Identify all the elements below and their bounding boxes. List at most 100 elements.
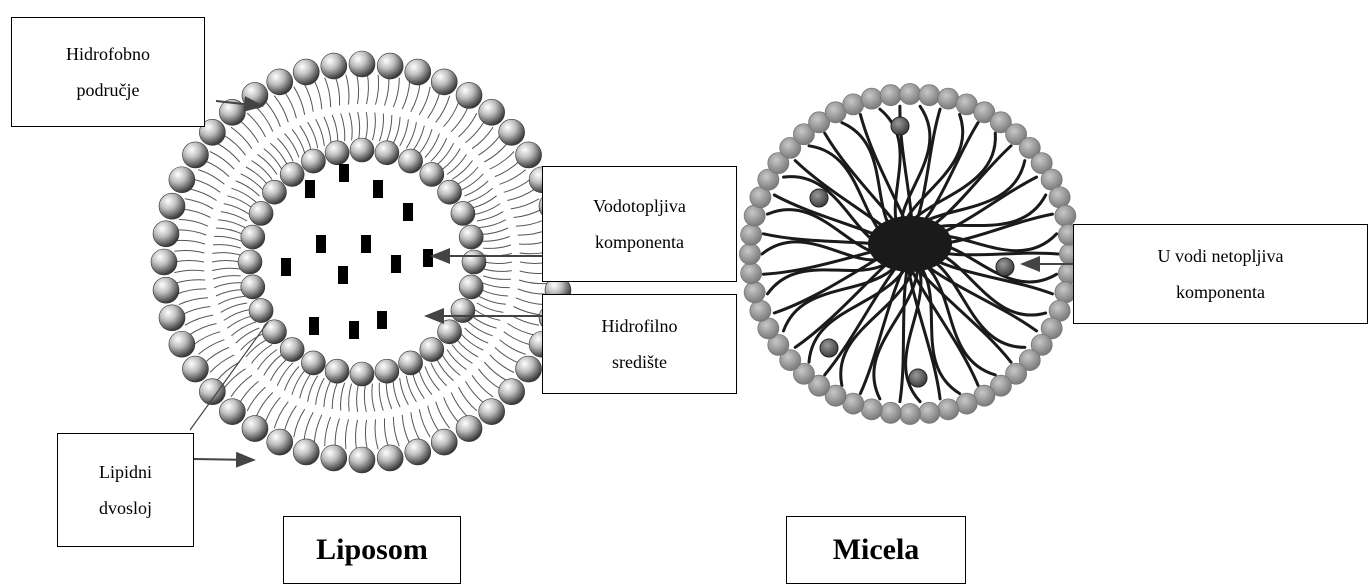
lipid-tail bbox=[285, 134, 300, 158]
lipid-tail bbox=[258, 154, 278, 174]
outer-lipid-head bbox=[431, 69, 457, 95]
outer-lipid-head bbox=[267, 429, 293, 455]
lipid-tail bbox=[231, 127, 252, 149]
lipid-tail bbox=[356, 420, 358, 450]
lipid-tail bbox=[221, 212, 247, 221]
lipid-tail bbox=[185, 199, 213, 209]
lipid-tail bbox=[393, 380, 400, 407]
lipid-tail bbox=[218, 220, 245, 228]
lipid-tail bbox=[483, 276, 511, 280]
water-soluble-particle bbox=[373, 180, 383, 198]
inner-lipid-head bbox=[462, 250, 486, 274]
lipid-tail bbox=[385, 76, 389, 106]
water-soluble-particle bbox=[403, 203, 413, 221]
water-soluble-particle bbox=[309, 317, 319, 335]
lipid-tail bbox=[484, 269, 512, 271]
lipid-tail bbox=[175, 240, 205, 244]
lipid-tail bbox=[508, 189, 536, 201]
lipid-tail bbox=[495, 160, 520, 176]
lipid-tail bbox=[179, 219, 208, 226]
inner-lipid-head bbox=[438, 180, 462, 204]
lipid-tail bbox=[182, 307, 211, 316]
water-soluble-particle bbox=[349, 321, 359, 339]
outer-lipid-head bbox=[405, 439, 431, 465]
lipid-tail bbox=[428, 91, 441, 118]
lipid-tail bbox=[393, 117, 400, 144]
lipid-tail bbox=[516, 219, 545, 226]
lipid-tail bbox=[508, 324, 536, 336]
lipid-tail bbox=[375, 419, 378, 449]
lipid-tail bbox=[376, 75, 379, 105]
lipid-tail bbox=[177, 289, 207, 294]
lipid-tail bbox=[335, 418, 339, 448]
outer-lipid-head bbox=[377, 445, 403, 471]
lipid-tail bbox=[341, 114, 345, 142]
lipid-tail bbox=[239, 120, 259, 143]
lipid-tail bbox=[516, 298, 545, 305]
water-soluble-particle bbox=[377, 311, 387, 329]
lipid-tail bbox=[466, 120, 486, 143]
inner-lipid-head bbox=[241, 275, 265, 299]
lipid-tail bbox=[239, 381, 259, 404]
inner-lipid-head bbox=[262, 180, 286, 204]
lipid-tail bbox=[402, 80, 410, 109]
lipid-tail bbox=[413, 373, 425, 398]
lipid-tail bbox=[466, 381, 486, 404]
lipid-tail bbox=[514, 209, 543, 218]
lipid-tail bbox=[212, 268, 240, 270]
water-insoluble-particle bbox=[891, 117, 909, 135]
lipid-tail bbox=[182, 209, 211, 218]
lipid-tail bbox=[379, 383, 383, 411]
inner-lipid-head bbox=[325, 141, 349, 165]
lipid-tail bbox=[210, 355, 234, 373]
inner-lipid-head bbox=[459, 275, 483, 299]
outer-lipid-head bbox=[199, 379, 225, 405]
lipid-tail bbox=[379, 114, 383, 142]
inner-lipid-head bbox=[249, 299, 273, 323]
water-insoluble-particle bbox=[909, 369, 927, 387]
lipid-tail bbox=[332, 115, 338, 142]
water-soluble-particle bbox=[305, 180, 315, 198]
lipid-tail bbox=[300, 126, 312, 151]
lipid-tail bbox=[514, 307, 543, 316]
lipid-tail bbox=[341, 383, 345, 411]
lipid-tail bbox=[511, 199, 539, 209]
lipid-tail bbox=[411, 83, 420, 112]
lipid-tail bbox=[216, 290, 243, 296]
lipid-tail bbox=[456, 339, 478, 357]
lipid-tail bbox=[478, 369, 500, 389]
lipid-tail bbox=[472, 375, 493, 397]
outer-lipid-head bbox=[169, 331, 195, 357]
lipid-tail bbox=[214, 236, 242, 241]
outer-lipid-head bbox=[293, 59, 319, 85]
water-soluble-particle bbox=[339, 164, 349, 182]
inner-lipid-head bbox=[241, 225, 265, 249]
lipid-tail bbox=[304, 83, 313, 112]
label-lipid-bilayer: Lipidni dvosloj bbox=[57, 433, 194, 547]
lipid-tail bbox=[372, 113, 375, 141]
lipid-tail bbox=[324, 380, 331, 407]
water-soluble-particle bbox=[316, 235, 326, 253]
lipid-tail bbox=[189, 189, 217, 201]
lipid-tail bbox=[216, 228, 243, 234]
lipid-tail bbox=[400, 119, 409, 146]
lipid-tail bbox=[332, 382, 338, 409]
inner-lipid-head bbox=[280, 162, 304, 186]
lipid-tail bbox=[213, 245, 241, 249]
lipid-tail bbox=[479, 220, 506, 228]
lipid-tail bbox=[504, 332, 531, 345]
title-liposome: Liposom bbox=[283, 516, 461, 584]
outer-lipid-head bbox=[456, 416, 482, 442]
lipid-tail bbox=[325, 78, 331, 107]
inner-lipid-head bbox=[375, 359, 399, 383]
lipid-tail bbox=[451, 107, 468, 132]
lipid-tail bbox=[419, 129, 432, 154]
inner-lipid-head bbox=[301, 149, 325, 173]
inner-lipid-head bbox=[350, 362, 374, 386]
pointer-arrow bbox=[194, 459, 254, 460]
lipid-tail bbox=[198, 340, 224, 355]
lipid-tail bbox=[204, 160, 229, 176]
outer-lipid-head bbox=[321, 53, 347, 79]
outer-lipid-head bbox=[159, 193, 185, 219]
lipid-tail bbox=[444, 397, 460, 423]
